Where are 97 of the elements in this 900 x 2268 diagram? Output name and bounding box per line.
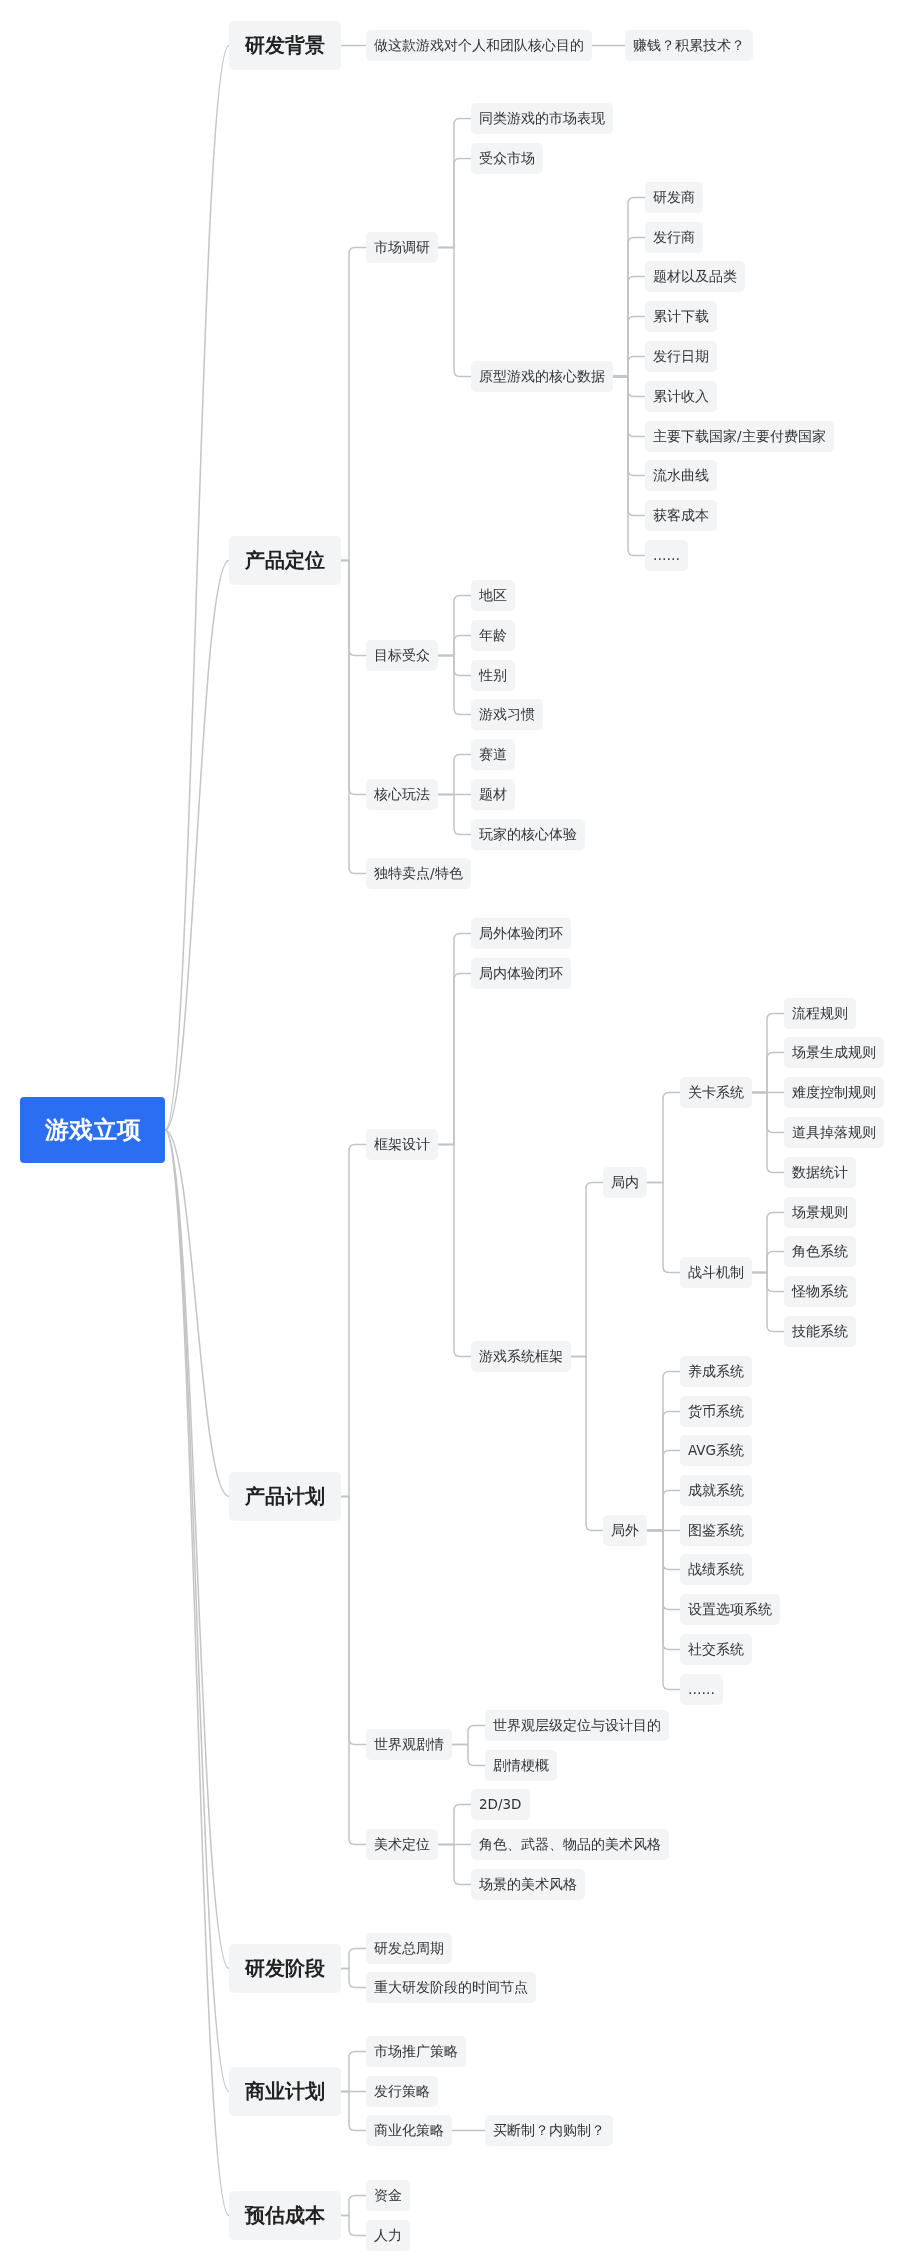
subtopic-box: 受众市场 <box>471 142 543 174</box>
subtopic-box: 研发商 <box>645 181 703 213</box>
subtopic-box: 流水曲线 <box>645 459 717 491</box>
subtopic-box: 角色系统 <box>784 1235 856 1267</box>
subtopic-box: 场景的美术风格 <box>471 1868 585 1900</box>
subtopic-box: 流程规则 <box>784 997 856 1029</box>
connector-line <box>437 246 472 378</box>
subtopic-box: AVG系统 <box>680 1434 753 1466</box>
subtopic-box: 2D/3D <box>471 1788 530 1820</box>
subtopic-box: 世界观剧情 <box>366 1728 452 1760</box>
root-topic-box: 游戏立项 <box>20 1097 165 1163</box>
subtopic-box: 发行日期 <box>645 340 717 372</box>
connector-line <box>570 1355 604 1532</box>
subtopic-box: 局外体验闭环 <box>471 917 571 949</box>
subtopic-box: 关卡系统 <box>680 1076 752 1108</box>
subtopic-box: 市场推广策略 <box>366 2035 466 2067</box>
connector-line <box>340 2090 367 2132</box>
subtopic-box: 难度控制规则 <box>784 1076 884 1108</box>
subtopic-box: 设置选项系统 <box>680 1593 780 1625</box>
connector-line <box>340 2214 367 2237</box>
main-topic-box: 产品计划 <box>229 1471 341 1521</box>
subtopic-box: 局内体验闭环 <box>471 957 571 989</box>
subtopic-box: 地区 <box>471 579 515 611</box>
subtopic-box: 怪物系统 <box>784 1275 856 1307</box>
subtopic-box: 战绩系统 <box>680 1553 752 1585</box>
subtopic-box: 游戏系统框架 <box>471 1340 571 1372</box>
main-topic-box: 研发背景 <box>229 20 341 70</box>
subtopic-box: 技能系统 <box>784 1315 856 1347</box>
subtopic-box: 资金 <box>366 2179 410 2211</box>
subtopic-box: 年龄 <box>471 619 515 651</box>
subtopic-box: 货币系统 <box>680 1395 752 1427</box>
subtopic-box: 目标受众 <box>366 639 438 671</box>
subtopic-box: 发行策略 <box>366 2075 438 2107</box>
subtopic-box: 独特卖点/特色 <box>366 857 471 889</box>
subtopic-box: 世界观层级定位与设计目的 <box>485 1709 669 1741</box>
subtopic-box: 题材 <box>471 778 515 810</box>
connector-line <box>340 44 367 47</box>
subtopic-box: 战斗机制 <box>680 1256 752 1288</box>
connector-line <box>751 1091 785 1174</box>
subtopic-box: 获客成本 <box>645 499 717 531</box>
subtopic-box: 成就系统 <box>680 1474 752 1506</box>
connector-line <box>646 1529 681 1691</box>
subtopic-box: 赛道 <box>471 738 515 770</box>
subtopic-box: 赚钱？积累技术？ <box>625 29 753 61</box>
subtopic-box: 养成系统 <box>680 1355 752 1387</box>
subtopic-box: 局外 <box>603 1514 647 1546</box>
subtopic-box: 市场调研 <box>366 231 438 263</box>
connector-line <box>164 1129 230 1498</box>
connector-line <box>340 1495 367 1846</box>
subtopic-box: 场景规则 <box>784 1196 856 1228</box>
subtopic-box: 剧情梗概 <box>485 1749 557 1781</box>
subtopic-box: 核心玩法 <box>366 778 438 810</box>
subtopic-box: 道具掉落规则 <box>784 1116 884 1148</box>
subtopic-box: 主要下载国家/主要付费国家 <box>645 420 834 452</box>
subtopic-box: 场景生成规则 <box>784 1036 884 1068</box>
main-topic-box: 产品定位 <box>229 535 341 585</box>
subtopic-box: 性别 <box>471 659 515 691</box>
connector-line <box>451 2129 486 2132</box>
main-topic-box: 研发阶段 <box>229 1943 341 1993</box>
connector-line <box>451 1743 486 1767</box>
subtopic-box: 题材以及品类 <box>645 260 745 292</box>
main-topic-box: 商业计划 <box>229 2066 341 2116</box>
connector-line <box>437 654 472 716</box>
connector-line <box>437 1143 472 1358</box>
connector-line <box>437 793 472 836</box>
connector-line <box>591 44 626 47</box>
main-topic-box: 预估成本 <box>229 2190 341 2240</box>
connector-line <box>646 1181 681 1274</box>
subtopic-box: …… <box>680 1673 723 1705</box>
subtopic-box: 研发总周期 <box>366 1932 452 1964</box>
subtopic-box: 人力 <box>366 2219 410 2251</box>
subtopic-box: 商业化策略 <box>366 2114 452 2146</box>
subtopic-box: 累计收入 <box>645 380 717 412</box>
connector-line <box>612 375 646 557</box>
connector-line <box>164 44 230 1131</box>
subtopic-box: 图鉴系统 <box>680 1514 752 1546</box>
subtopic-box: 做这款游戏对个人和团队核心目的 <box>366 29 592 61</box>
subtopic-box: 累计下载 <box>645 300 717 332</box>
subtopic-box: 原型游戏的核心数据 <box>471 360 613 392</box>
connector-line <box>751 1271 785 1333</box>
subtopic-box: 美术定位 <box>366 1828 438 1860</box>
connector-line <box>340 559 367 875</box>
subtopic-box: 角色、武器、物品的美术风格 <box>471 1828 669 1860</box>
connector-line <box>437 1843 472 1886</box>
connector-line <box>164 559 230 1131</box>
subtopic-box: 同类游戏的市场表现 <box>471 102 613 134</box>
connector-line <box>340 1967 367 1989</box>
subtopic-box: 买断制？内购制？ <box>485 2114 613 2146</box>
subtopic-box: …… <box>645 539 688 571</box>
subtopic-box: 社交系统 <box>680 1633 752 1665</box>
subtopic-box: 框架设计 <box>366 1128 438 1160</box>
subtopic-box: 重大研发阶段的时间节点 <box>366 1971 536 2003</box>
subtopic-box: 玩家的核心体验 <box>471 818 585 850</box>
subtopic-box: 发行商 <box>645 221 703 253</box>
subtopic-box: 数据统计 <box>784 1156 856 1188</box>
subtopic-box: 局内 <box>603 1166 647 1198</box>
subtopic-box: 游戏习惯 <box>471 698 543 730</box>
